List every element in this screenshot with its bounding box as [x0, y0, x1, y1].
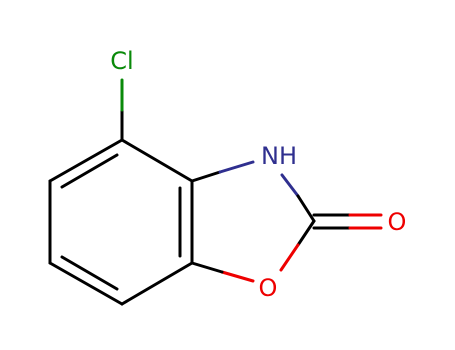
- bond-c2-o1-oxygen-part: [279, 243, 300, 272]
- chlorine-atom-label: Cl: [110, 47, 133, 75]
- bond-c3a-c4: [120, 138, 194, 183]
- bond-c7-c7a: [120, 261, 194, 306]
- bond-n-c2-carbon-part: [296, 194, 316, 223]
- bond-c4-c5: [48, 138, 124, 183]
- bond-c4-c5-inner: [60, 153, 119, 189]
- ring-oxygen-atom-label: O: [259, 274, 278, 302]
- bond-o1-c7a-oxygen-part: [220, 270, 255, 283]
- nitrogen-atom-label: NH: [261, 142, 297, 170]
- carbonyl-oxygen-atom-label: O: [388, 208, 407, 236]
- bond-c3a-n-carbon-part: [190, 170, 222, 183]
- benzene-ring: [48, 138, 194, 306]
- bond-n-c2-nitrogen-part: [280, 173, 300, 198]
- bond-o1-c7a-carbon-part: [190, 261, 224, 274]
- bond-c6-c7-inner: [60, 255, 119, 291]
- bond-c6-c7: [48, 261, 124, 306]
- bond-c2-o1-carbon-part: [296, 219, 316, 247]
- bond-c3a-n-nitrogen-part: [218, 160, 255, 174]
